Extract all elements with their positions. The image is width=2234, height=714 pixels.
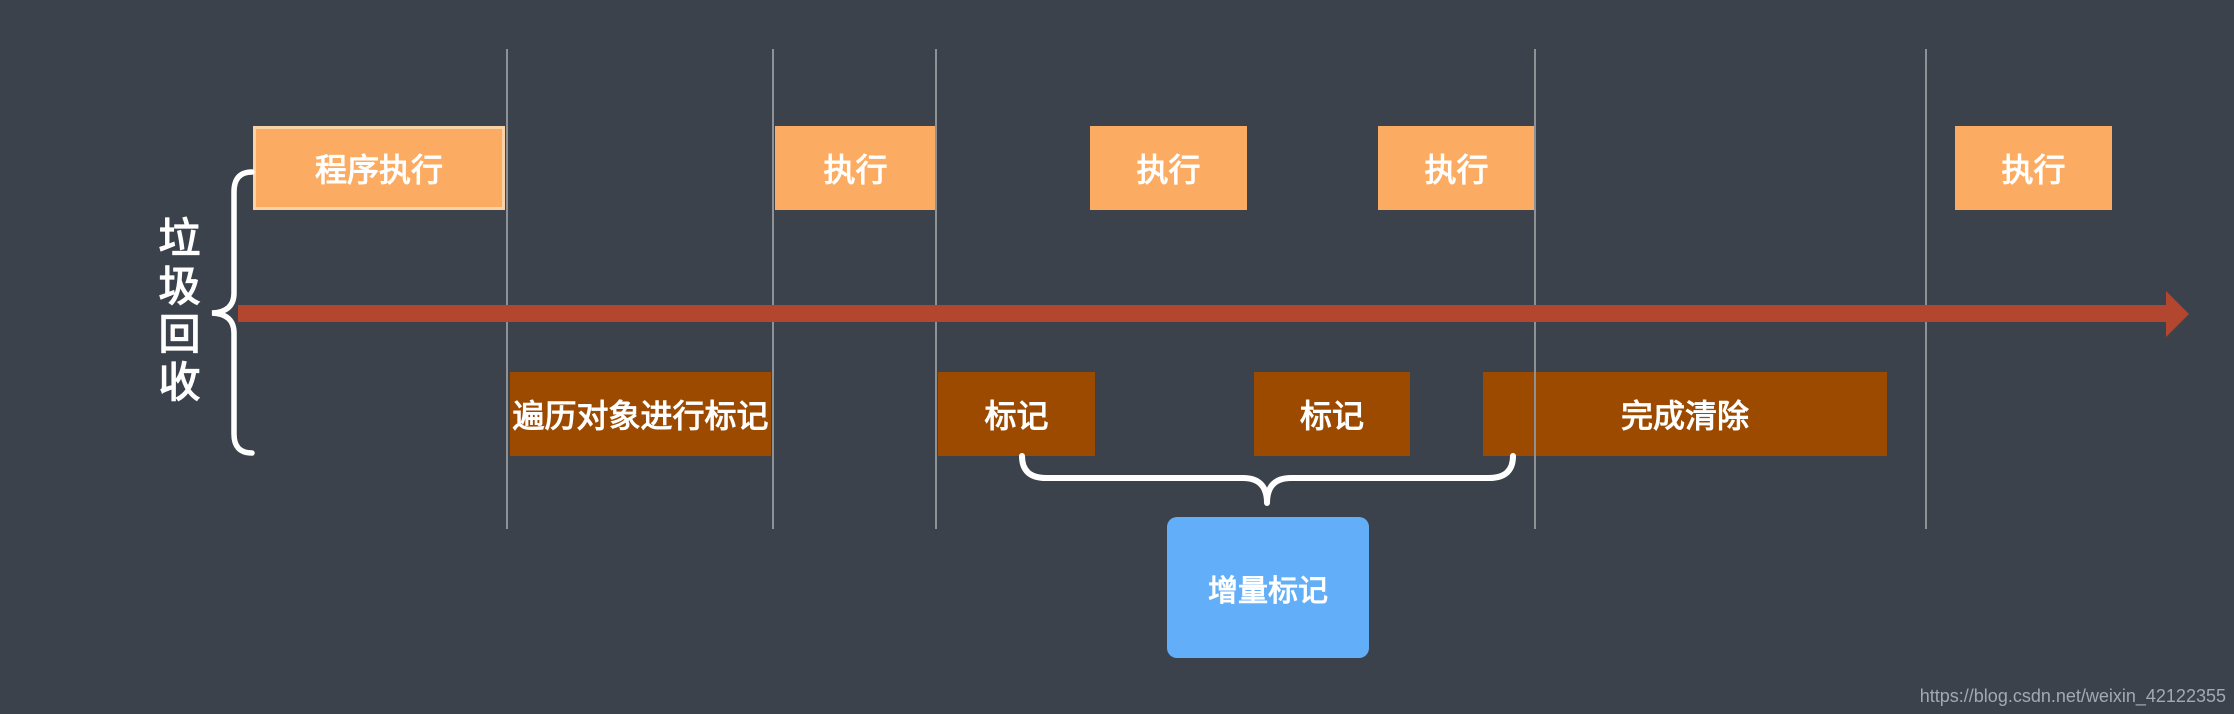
phase-box-mark-2: 标记 bbox=[1254, 372, 1410, 456]
phase-box-execution-3: 执行 bbox=[1090, 126, 1247, 210]
timeline-arrow bbox=[238, 291, 2189, 337]
underbrace-icon bbox=[1019, 453, 1516, 506]
group-brace-icon bbox=[211, 169, 255, 456]
phase-box-program-execution: 程序执行 bbox=[253, 126, 505, 210]
phase-box-execution-5: 执行 bbox=[1955, 126, 2112, 210]
phase-box-execution-4: 执行 bbox=[1378, 126, 1535, 210]
phase-box-traverse-mark: 遍历对象进行标记 bbox=[510, 372, 771, 456]
phase-box-finish-sweep: 完成清除 bbox=[1483, 372, 1887, 456]
separator-lines bbox=[506, 49, 1927, 529]
watermark-url: https://blog.csdn.net/weixin_42122355 bbox=[1919, 686, 2226, 706]
group-label-garbage-collection: 垃圾回收 bbox=[153, 216, 200, 408]
phase-box-execution-2: 执行 bbox=[775, 126, 936, 210]
phase-box-mark-1: 标记 bbox=[938, 372, 1095, 456]
callout-incremental-marking: 增量标记 bbox=[1167, 517, 1369, 658]
